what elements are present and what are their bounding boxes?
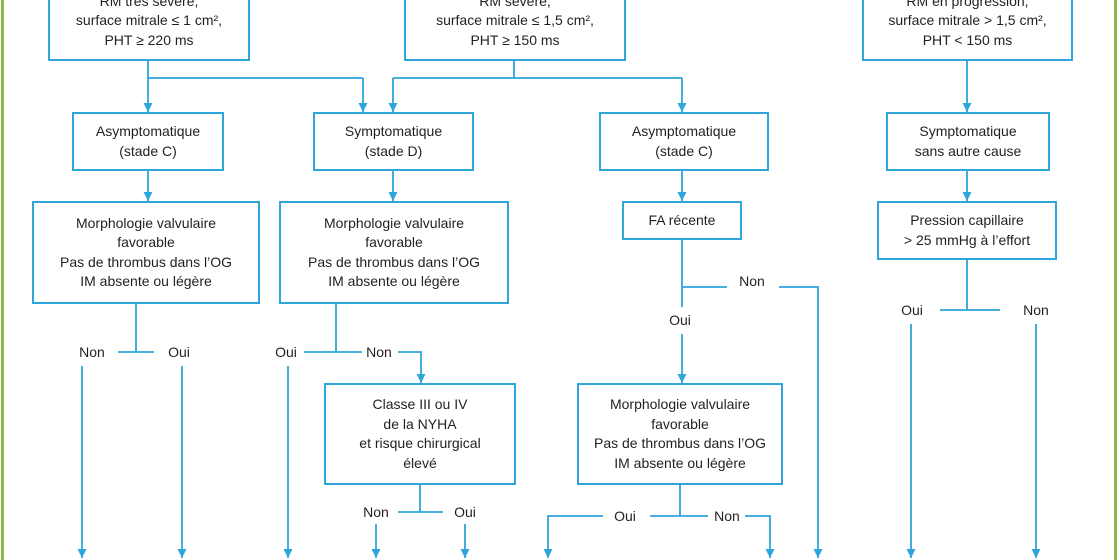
box-text-line: PHT ≥ 220 ms bbox=[104, 31, 194, 48]
box-text-line: élevé bbox=[403, 454, 437, 471]
frame-right-border bbox=[1114, 0, 1117, 560]
box-text-line: favorable bbox=[365, 234, 423, 250]
box-rm-tres-severe: RM très sévère, surface mitrale ≤ 1 cm²,… bbox=[48, 0, 250, 61]
box-text-line: PHT ≥ 150 ms bbox=[470, 31, 560, 48]
box-text-line: Pas de thrombus dans l’OG bbox=[308, 253, 480, 270]
box-rm-severe: RM sévère, surface mitrale ≤ 1,5 cm², PH… bbox=[404, 0, 626, 61]
box-morphologie-3: Morphologie valvulaire favorable Pas de … bbox=[577, 383, 783, 485]
arrow bbox=[745, 515, 775, 558]
box-text-line: Symptomatique bbox=[344, 123, 443, 139]
box-text-line: de la NYHA bbox=[383, 415, 457, 432]
label-morpho-3-oui: Oui bbox=[614, 508, 636, 524]
label-nyha-oui: Oui bbox=[454, 504, 476, 520]
box-text-line: Asymptomatique bbox=[631, 123, 737, 139]
box-fa-recente: FA récente bbox=[622, 201, 742, 240]
label-pression-non: Non bbox=[1023, 302, 1049, 318]
box-text-line: Morphologie valvulaire bbox=[75, 214, 217, 231]
box-text-line: Symptomatique bbox=[919, 123, 1017, 139]
label-fa-non: Non bbox=[739, 273, 765, 289]
label-morpho-1-non: Non bbox=[79, 344, 105, 360]
box-text-line: IM absente ou légère bbox=[614, 454, 746, 471]
box-text-line: surface mitrale ≤ 1 cm², bbox=[75, 12, 223, 29]
box-rm-progression: RM en progression, surface mitrale > 1,5… bbox=[862, 0, 1073, 61]
label-morpho-3-non: Non bbox=[714, 508, 740, 524]
box-text-line: IM absente ou légère bbox=[80, 273, 212, 289]
box-text-line: sans autre cause bbox=[914, 142, 1022, 159]
arrow bbox=[779, 286, 823, 558]
label-pression-oui: Oui bbox=[901, 302, 923, 318]
box-text-line: Asymptomatique bbox=[95, 123, 201, 139]
box-text-line: favorable bbox=[117, 234, 175, 250]
box-text-line: Pas de thrombus dans l’OG bbox=[594, 435, 766, 451]
box-text-line: RM très sévère, bbox=[99, 0, 199, 9]
box-text-line: FA récente bbox=[648, 211, 716, 228]
box-text-line: surface mitrale ≤ 1,5 cm², bbox=[436, 12, 594, 29]
box-text-line: > 25 mmHg à l’effort bbox=[903, 231, 1031, 248]
label-fa-oui: Oui bbox=[669, 312, 691, 328]
box-text-line: Morphologie valvulaire bbox=[323, 214, 465, 231]
label-nyha-non: Non bbox=[363, 504, 389, 520]
box-text-line: RM en progression, bbox=[906, 0, 1029, 9]
box-text-line: (stade C) bbox=[119, 142, 177, 159]
connector-line bbox=[147, 61, 363, 79]
box-pression-capillaire: Pression capillaire > 25 mmHg à l’effort bbox=[877, 201, 1057, 260]
box-classe-nyha: Classe III ou IV de la NYHA et risque ch… bbox=[324, 383, 516, 485]
box-text-line: PHT < 150 ms bbox=[922, 31, 1013, 48]
label-morpho-2-oui: Oui bbox=[275, 344, 297, 360]
box-asymptomatique-1: Asymptomatique (stade C) bbox=[72, 112, 224, 171]
box-text-line: (stade C) bbox=[655, 142, 713, 159]
box-text-line: Pression capillaire bbox=[910, 212, 1024, 228]
box-text-line: Morphologie valvulaire bbox=[609, 396, 751, 412]
box-text-line: IM absente ou légère bbox=[328, 273, 460, 289]
box-asymptomatique-2: Asymptomatique (stade C) bbox=[599, 112, 769, 171]
arrow bbox=[543, 515, 603, 558]
label-morpho-1-oui: Oui bbox=[168, 344, 190, 360]
box-text-line: favorable bbox=[651, 415, 709, 432]
box-text-line: (stade D) bbox=[364, 142, 423, 159]
box-text-line: et risque chirurgical bbox=[359, 435, 481, 451]
box-text-line: RM sévère, bbox=[479, 0, 551, 9]
box-text-line: surface mitrale > 1,5 cm², bbox=[888, 12, 1047, 29]
box-text-line: Pas de thrombus dans l’OG bbox=[60, 253, 232, 270]
box-text-line: Classe III ou IV bbox=[372, 396, 468, 412]
label-morpho-2-non: Non bbox=[366, 344, 392, 360]
box-morphologie-2: Morphologie valvulaire favorable Pas de … bbox=[279, 201, 509, 304]
box-symptomatique-sans-autre-cause: Symptomatique sans autre cause bbox=[886, 112, 1050, 171]
box-symptomatique-stade-d: Symptomatique (stade D) bbox=[313, 112, 474, 171]
arrow bbox=[398, 351, 426, 383]
frame-left-border bbox=[1, 0, 4, 560]
box-morphologie-1: Morphologie valvulaire favorable Pas de … bbox=[32, 201, 260, 304]
